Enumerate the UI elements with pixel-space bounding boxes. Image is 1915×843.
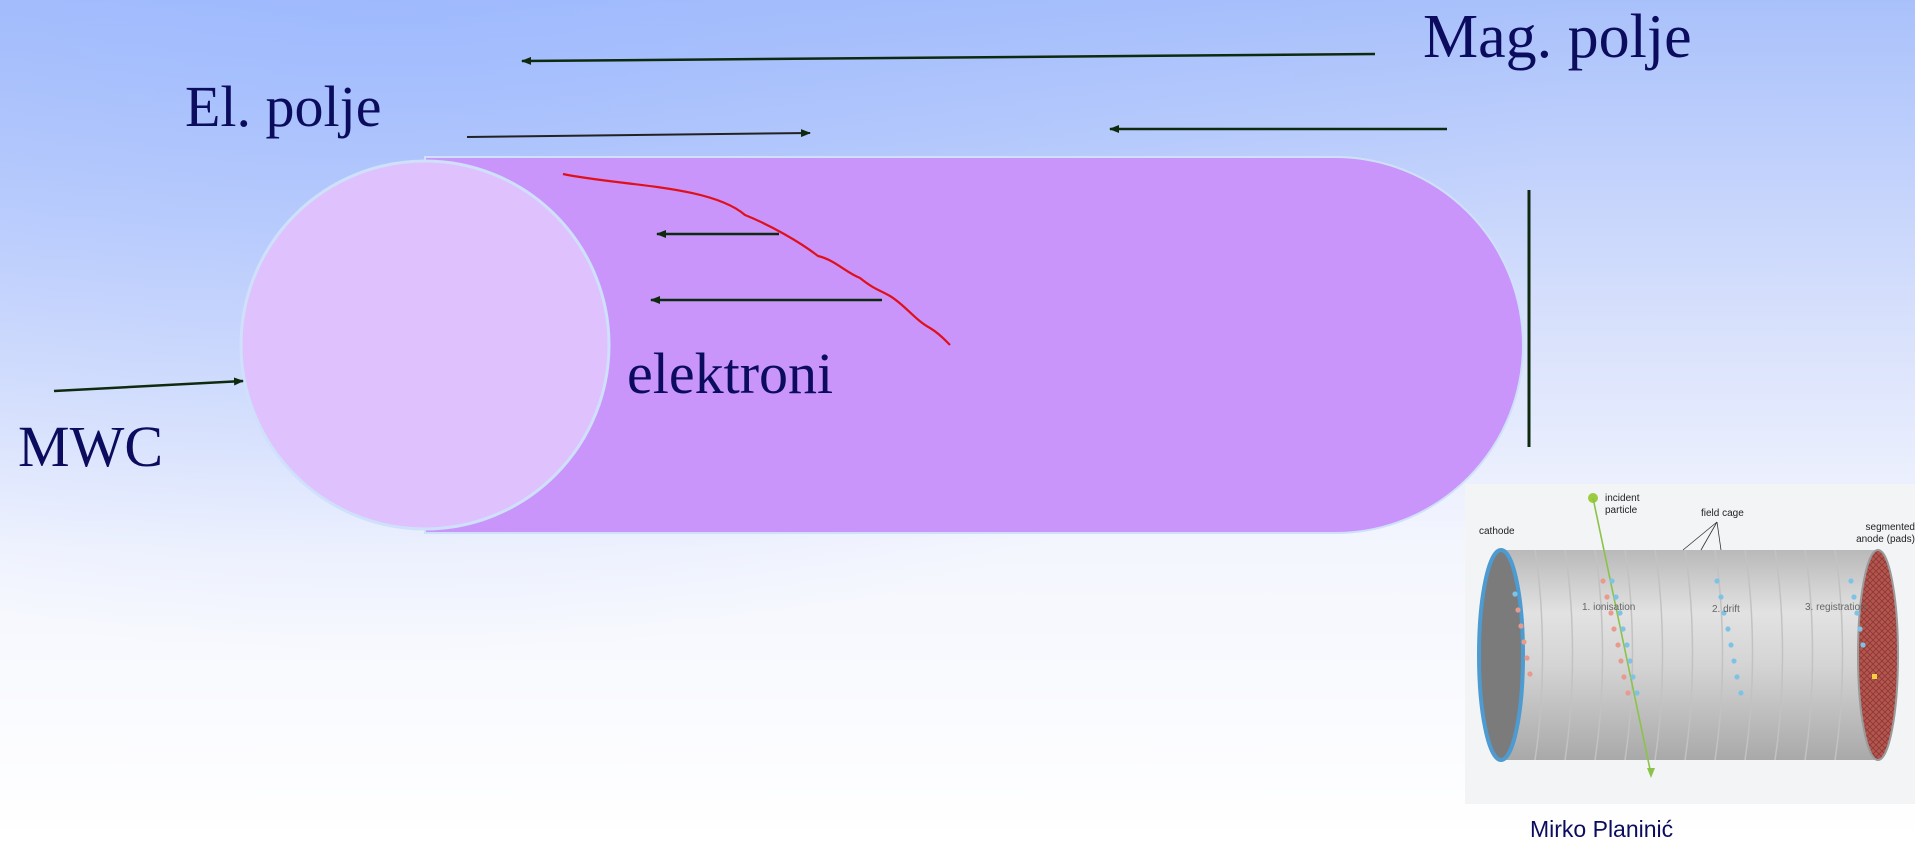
tpc-label-cathode: cathode [1479, 526, 1515, 537]
tpc-ionisation-dots [1512, 578, 1877, 696]
tpc-track-arrowhead [1647, 768, 1655, 778]
tpc-label-step-drift: 2. drift [1712, 604, 1740, 615]
tpc-field-cage-body [1501, 550, 1875, 760]
tpc-field-rings [1534, 549, 1844, 761]
author-credit: Mirko Planinić [1530, 816, 1674, 842]
tpc-label-field-cage: field cage [1701, 508, 1744, 519]
tpc-schematic-image: incident particle field cage cathode seg… [1465, 484, 1915, 804]
mwc-label: MWC [18, 414, 163, 479]
tpc-cathode [1477, 548, 1525, 762]
tpc-label-segmented-anode: segmented anode (pads) [1856, 522, 1915, 545]
tpc-incident-particle-track [1592, 497, 1652, 775]
magnetic-field-arrow-top [521, 52, 1376, 65]
electrons-label: elektroni [627, 341, 834, 406]
magnetic-field-label: Mag. polje [1423, 3, 1692, 71]
electric-field-label: El. polje [185, 74, 382, 139]
tpc-schematic-drawing [1477, 493, 1899, 778]
cylinder-endcap [239, 159, 611, 531]
cylinder-body [424, 156, 1524, 534]
electric-field-arrow [466, 129, 811, 138]
tpc-label-incident-particle: incident particle [1605, 493, 1640, 516]
tpc-anode-pads [1857, 549, 1899, 761]
tpc-label-step-ionisation: 1. ionisation [1582, 602, 1636, 613]
particle-track [562, 172, 951, 346]
mwc-arrow [53, 377, 244, 393]
tpc-field-cage-pointers [1682, 521, 1722, 551]
tpc-label-step-registration: 3. registration [1805, 602, 1866, 613]
